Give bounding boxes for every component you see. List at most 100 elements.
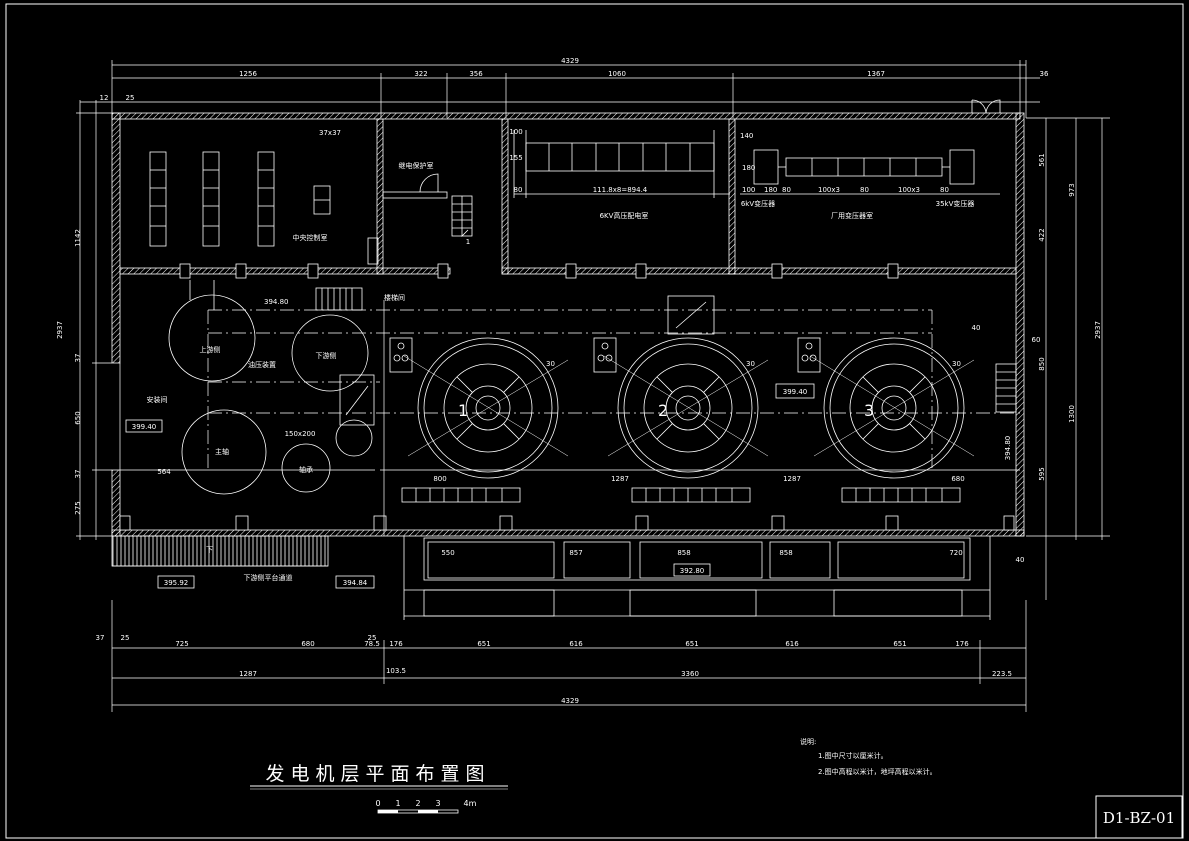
dim-left-37a: 37 [74, 354, 82, 363]
dim-bottom-103: 103.5 [386, 667, 406, 675]
dim-left-37b: 37 [74, 470, 82, 479]
dim-top-2: 322 [414, 70, 427, 78]
dim-left-small-1: 12 [100, 94, 109, 102]
dim-top-5: 1367 [867, 70, 885, 78]
dim-right-2937: 2937 [1094, 321, 1102, 339]
dim-switchgear: 111.8x8=894.4 [593, 186, 648, 194]
relay-room [367, 173, 473, 265]
label-6kv-transformer: 6kV变压器 [741, 199, 775, 208]
label-upper-draft: 上游侧 [200, 345, 221, 354]
right-vertical-text: 561 422 973 1300 595 850 2937 40 [1016, 153, 1102, 564]
dim-720: 720 [949, 549, 962, 557]
label-oil-room: 油压装置 [248, 360, 276, 369]
label-stair-number: 1 [466, 238, 470, 246]
dim-top-3: 356 [469, 70, 483, 78]
generator-unit: 130 [403, 337, 569, 479]
drawing-code: D1-BZ-01 [1103, 809, 1175, 827]
dim-bottom-1287: 1287 [239, 670, 257, 678]
dim-left-2937: 2937 [56, 321, 64, 339]
bottom-segment-dim: 651 [893, 640, 906, 648]
label-lower-step: 下游侧平台通道 [244, 573, 293, 582]
dim-pr-180b: 180 [764, 186, 777, 194]
dim-left-275: 275 [74, 501, 82, 514]
bottom-segment-dim: 651 [685, 640, 698, 648]
bottom-segment-dim: 616 [785, 640, 799, 648]
sheet-border [5, 3, 1184, 839]
unit-radius-dim: 30 [952, 360, 961, 368]
left-vertical-text: 1142 2937 650 37 37 275 [56, 229, 82, 515]
label-main-shaft: 主轴 [215, 447, 229, 456]
bottom-segment-dim: 725 [175, 640, 188, 648]
label-plant-room: 厂用变压器室 [831, 211, 873, 220]
bottom-segment-dim: 651 [477, 640, 490, 648]
unit-radius-dim: 30 [746, 360, 755, 368]
dim-800: 800 [433, 475, 446, 483]
dim-858b: 858 [779, 549, 792, 557]
scale-2: 2 [415, 799, 420, 808]
label-left-low-elev: 395.92 [164, 579, 189, 587]
bottom-dimension-lines [111, 600, 1027, 712]
dim-sg-100: 100 [509, 128, 522, 136]
label-relay: 继电保护室 [399, 161, 434, 170]
bottom-segment-dim: 616 [569, 640, 583, 648]
label-35kv-transformer: 35kV变压器 [936, 199, 975, 208]
label-column-size: 37x37 [319, 129, 341, 137]
dim-bottom-total: 4329 [561, 697, 579, 705]
notes: 说明: 1.图中尺寸以厘米计。 2.图中高程以米计，地坪高程以米计。 [800, 737, 937, 776]
bottom-segment-dim: 680 [301, 640, 314, 648]
dim-150x200: 150x200 [285, 430, 316, 438]
top-dimension-lines [80, 60, 1040, 118]
dim-pr-140: 140 [740, 132, 753, 140]
scale-4m: 4m [464, 799, 477, 808]
dim-top-4: 1060 [608, 70, 626, 78]
switchgear-6kv [513, 130, 730, 198]
drawing-code-box: D1-BZ-01 [1095, 795, 1183, 839]
generator-unit: 330 [809, 337, 975, 479]
dim-bottom-223: 223.5 [992, 670, 1012, 678]
right-vertical-dims [1026, 117, 1110, 600]
bottom-segment-dim: 176 [955, 640, 969, 648]
dim-right-973: 973 [1068, 183, 1076, 196]
dim-pr-100: 100 [742, 186, 755, 194]
dim-top-1: 1256 [239, 70, 257, 78]
dim-right-850: 850 [1038, 357, 1046, 370]
outer-walls [111, 99, 1025, 537]
tailrace-text: 下 395.92 394.84 下游侧平台通道 392.80 550 857 8… [157, 546, 963, 589]
plant-transformer-room [740, 149, 1000, 195]
tailrace-structure [111, 535, 991, 620]
label-central-control: 中央控制室 [293, 233, 328, 242]
dim-584: 40 [972, 324, 981, 332]
dim-pr-180: 180 [742, 164, 755, 172]
label-gen-floor-elev: 399.40 [783, 388, 808, 396]
dim-right-561: 561 [1038, 153, 1046, 166]
dim-pr-80b: 80 [860, 186, 869, 194]
label-right-elev: 394.80 [1004, 436, 1012, 461]
label-down: 下 [206, 546, 213, 554]
dim-bottom-37: 37 [96, 634, 105, 642]
scale-0: 0 [375, 799, 380, 808]
excitation-cabinets [401, 487, 961, 503]
install-bay-text: 上游侧 下游侧 油压装置 安装间 399.40 主轴 轴承 150x200 56… [125, 345, 337, 476]
dim-right-40: 40 [1016, 556, 1025, 564]
notes-heading: 说明: [800, 737, 816, 746]
scale-bar: 0 1 2 3 4m [375, 799, 477, 814]
top-dimension-text: 4329 1256 322 356 1060 1367 36 12 25 [100, 57, 1049, 102]
dim-top-6: 36 [1040, 70, 1049, 78]
dim-bottom-25b: 25 [368, 634, 377, 642]
dim-1287a: 1287 [611, 475, 629, 483]
generator-unit: 2 30 [603, 337, 769, 479]
crane-lines [119, 300, 1020, 536]
gen-row-dims: 800 1287 1287 680 [433, 475, 964, 483]
dim-sg-80: 80 [514, 186, 523, 194]
bottom-extra-dims: 1287 3360 223.5 4329 37 25 25 103.5 [96, 634, 1012, 705]
unit-radius-dim: 30 [546, 360, 555, 368]
unit-control-cabinets [389, 295, 1017, 413]
unit-number: 2 [658, 401, 668, 420]
dim-left-small-2: 25 [126, 94, 135, 102]
dim-857: 857 [569, 549, 582, 557]
dim-left-1142: 1142 [74, 229, 82, 247]
label-install-bay: 安装间 [147, 395, 168, 404]
